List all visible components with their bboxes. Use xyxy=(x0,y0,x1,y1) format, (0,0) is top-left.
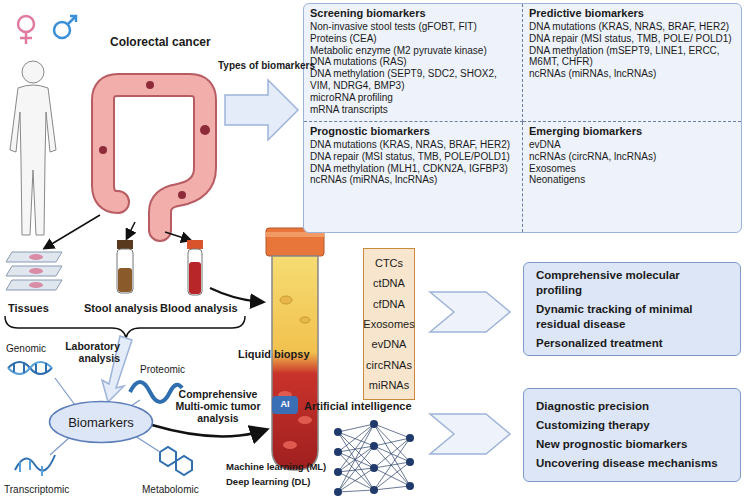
sample-label: Tissues xyxy=(8,302,68,315)
omics-label: Genomic xyxy=(6,343,66,355)
sample-label: Blood analysis xyxy=(160,302,246,315)
method-label: Deep learning (DL) xyxy=(226,477,336,488)
node-text: ncRNAs (miRNAs, lncRNAs) xyxy=(529,68,735,80)
node-text: Dynamic tracking of minimal residual dis… xyxy=(536,302,728,332)
node-text: evDNA xyxy=(529,139,735,151)
section-label: Artificial intelligence xyxy=(304,400,424,413)
node-text: circRNAs xyxy=(366,359,412,371)
node-text: Neonatigens xyxy=(529,174,735,186)
biomarker-section: Prognostic biomarkersDNA mutations (KRAS… xyxy=(304,122,523,232)
node-text: DNA mutations (RAS) xyxy=(310,56,516,68)
node-text: Metabolic enzyme (M2 pyruvate kinase) xyxy=(310,45,516,57)
ai-icon-label: AI xyxy=(272,399,298,409)
arrow-label: Types of biomarkers xyxy=(218,60,326,72)
node-text: CTCs xyxy=(375,257,403,269)
node-text: miRNAs xyxy=(369,379,409,391)
node-text: New prognostic biomarkers xyxy=(536,437,728,452)
node-text: Diagnostic precision xyxy=(536,399,728,414)
section-heading: Emerging biomarkers xyxy=(529,125,735,138)
node-text: Exosomes xyxy=(529,163,735,175)
sample-label: Stool analysis xyxy=(84,302,164,315)
tube-label: Liquid biopsy xyxy=(238,348,330,361)
analysis-label: Comprehensive Multi-omic tumor analysis xyxy=(170,388,266,424)
biomarker-panel: Screening biomarkersNon-invasive stool t… xyxy=(303,3,742,233)
node-text: Personalized treatment xyxy=(536,336,728,351)
node-text: mRNA transcripts xyxy=(310,104,516,116)
section-heading: Predictive biomarkers xyxy=(529,7,735,20)
node-text: DNA methylation (SEPT9, SDC2, SHOX2, VIM… xyxy=(310,68,516,92)
method-label: Machine learning (ML) xyxy=(226,462,336,473)
node-text: Customizing therapy xyxy=(536,418,728,433)
node-text: cfDNA xyxy=(373,298,405,310)
node-text: Biomarkers xyxy=(68,415,134,430)
node-text: ctDNA xyxy=(373,277,405,289)
node-text: microRNA profiling xyxy=(310,92,516,104)
title-label: Colorectal cancer xyxy=(110,36,240,50)
section-heading: Prognostic biomarkers xyxy=(310,125,516,138)
node-text: evDNA xyxy=(372,338,407,350)
omics-label: Proteomic xyxy=(140,364,200,376)
node-text: Uncovering disease mechanisms xyxy=(536,456,728,471)
section-heading: Screening biomarkers xyxy=(310,7,516,20)
node-text: DNA methylation (mSEPT9, LINE1, ERCC, M6… xyxy=(529,45,735,69)
node-text: DNA repair (MSI status, TMB, POLE/ POLD1… xyxy=(529,33,735,45)
node-text: DNA mutations (KRAS, NRAS, BRAF, HER2) xyxy=(529,21,735,33)
biomarker-section: Predictive biomarkersDNA mutations (KRAS… xyxy=(523,4,741,122)
arrow-label: Laboratory analysis xyxy=(58,340,120,364)
biomarker-section: Emerging biomarkersevDNAncRNAs (circRNA,… xyxy=(523,122,741,232)
outcome-box: Diagnostic precisionCustomizing therapyN… xyxy=(523,388,741,482)
omics-label: Transcriptomic xyxy=(4,484,84,496)
biomarker-section: Screening biomarkersNon-invasive stool t… xyxy=(304,4,523,122)
biomarker-ellipse: Biomarkers xyxy=(48,400,154,444)
outcome-box: Comprehensive molecular profilingDynamic… xyxy=(523,262,741,356)
omics-label: Metabolomic xyxy=(142,484,212,496)
node-text: DNA repair (MSI status, TMB, POLE/POLD1) xyxy=(310,151,516,163)
node-text: DNA mutations (KRAS, NRAS, BRAF, HER2) xyxy=(310,139,516,151)
node-text: ncRNAs (circRNA, lncRNAs) xyxy=(529,151,735,163)
node-text: Exosomes xyxy=(363,318,414,330)
node-text: ncRNAs (miRNAs, lncRNAs) xyxy=(310,174,516,186)
liquid-biopsy-box: CTCs ctDNA cfDNA Exosomes evDNA circRNAs miRNA… xyxy=(363,248,415,400)
node-text: Proteins (CEA) xyxy=(310,33,516,45)
node-text: Comprehensive molecular profiling xyxy=(536,268,728,298)
node-text: Non-invasive stool tests (gFOBT, FIT) xyxy=(310,21,516,33)
node-text: DNA methylation (MLH1, CDKN2A, IGFBP3) xyxy=(310,163,516,175)
